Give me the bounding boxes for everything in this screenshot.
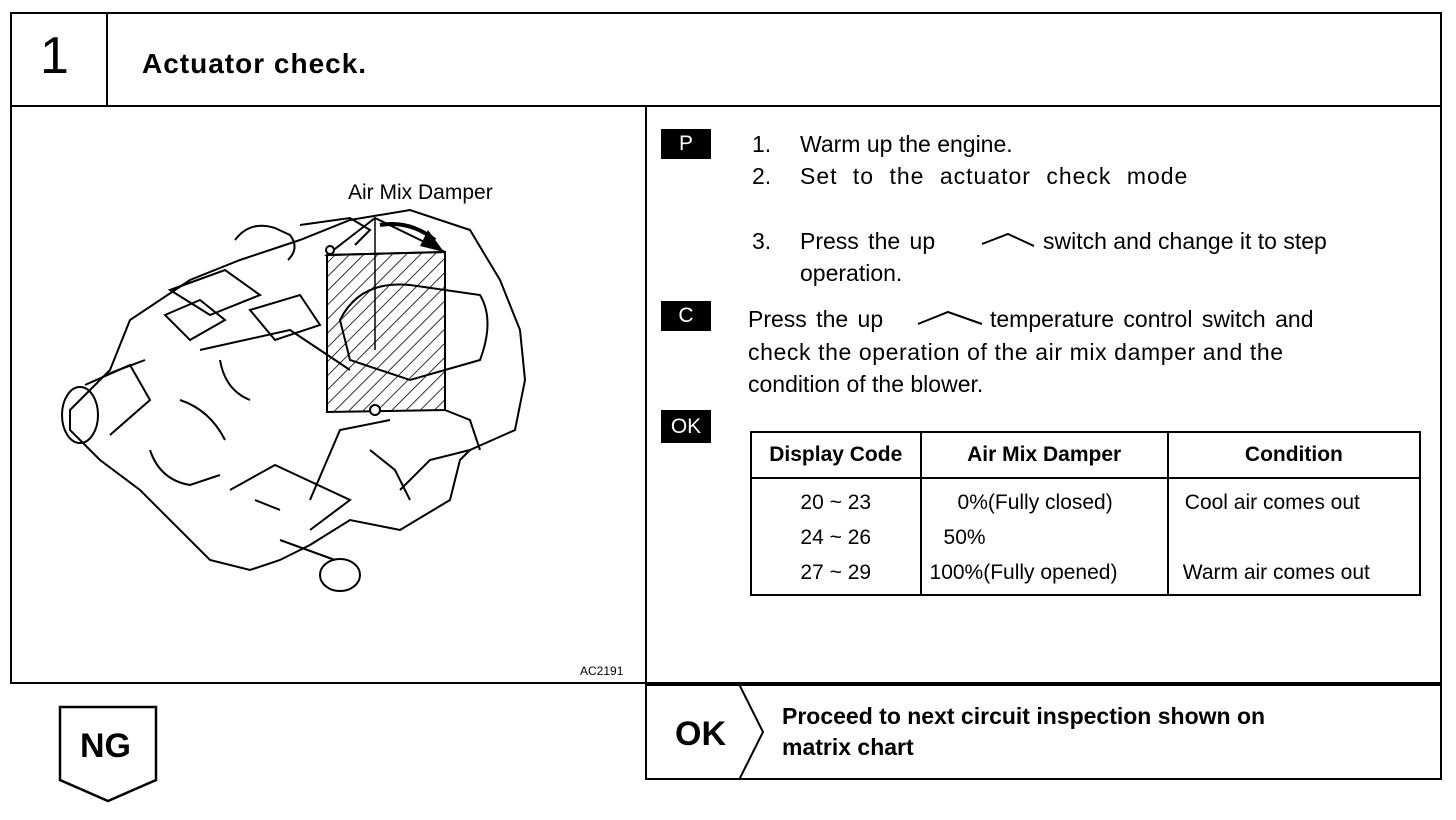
figure-label: Air Mix Damper: [348, 181, 493, 204]
check-tag: C: [661, 301, 711, 331]
instruction-frame: [645, 105, 1442, 684]
table-cell: Warm air comes out: [1166, 555, 1422, 595]
step-1-num: 1.: [752, 131, 772, 157]
table-header: Display Code: [750, 432, 922, 479]
table-row: 24 ~ 26 50%: [750, 520, 1422, 555]
step-title: Actuator check.: [142, 48, 368, 79]
ok-instruction-2: matrix chart: [782, 734, 914, 760]
heater-unit-drawing: [61, 208, 527, 592]
up-switch-icon: [981, 232, 1035, 247]
table-cell: 50%: [919, 520, 1169, 555]
ok-arrow-divider: [738, 684, 765, 780]
table-cell: Cool air comes out: [1166, 478, 1422, 520]
check-text-d: condition of the blower.: [748, 371, 984, 397]
ok-instruction-1: Proceed to next circuit inspection shown…: [782, 703, 1266, 729]
table-row: 20 ~ 23 0%(Fully closed) Cool air comes …: [750, 478, 1422, 520]
step-3-text-b: switch and change it to step: [1043, 228, 1327, 254]
table-cell: 27 ~ 29: [750, 555, 922, 595]
step-number: 1: [40, 27, 69, 85]
spec-table: Display Code Air Mix Damper Condition 20…: [750, 431, 1422, 596]
table-cell: 20 ~ 23: [750, 478, 922, 520]
table-cell: [1166, 520, 1422, 555]
up-switch-icon-2: [917, 310, 983, 325]
table-cell: 100%(Fully opened): [919, 555, 1169, 595]
step-2-text: Set to the actuator check mode: [800, 163, 1189, 189]
ok-result-box: [645, 684, 1442, 780]
step-3-text-a: Press the up: [800, 228, 936, 254]
ng-label: NG: [80, 727, 131, 765]
table-header-row: Display Code Air Mix Damper Condition: [750, 432, 1422, 479]
table-row: 27 ~ 29 100%(Fully opened) Warm air come…: [750, 555, 1422, 595]
step-3-text-c: operation.: [800, 260, 903, 286]
step-3-num: 3.: [752, 228, 772, 254]
table-cell: 0%(Fully closed): [919, 478, 1169, 520]
header-divider: [106, 12, 108, 107]
step-2-num: 2.: [752, 163, 772, 189]
ok-tag: OK: [661, 410, 711, 443]
table-header: Condition: [1166, 432, 1422, 479]
ng-result-box: [58, 705, 158, 803]
figure-code: AC2191: [580, 664, 624, 678]
check-text-c: check the operation of the air mix dampe…: [748, 339, 1284, 365]
prep-tag: P: [661, 129, 711, 159]
check-text-b: temperature control switch and: [990, 306, 1314, 332]
check-text-a: Press the up: [748, 306, 884, 332]
step-1-text: Warm up the engine.: [800, 131, 1013, 157]
ok-label: OK: [675, 715, 726, 753]
table-cell: 24 ~ 26: [750, 520, 922, 555]
table-header: Air Mix Damper: [919, 432, 1169, 479]
